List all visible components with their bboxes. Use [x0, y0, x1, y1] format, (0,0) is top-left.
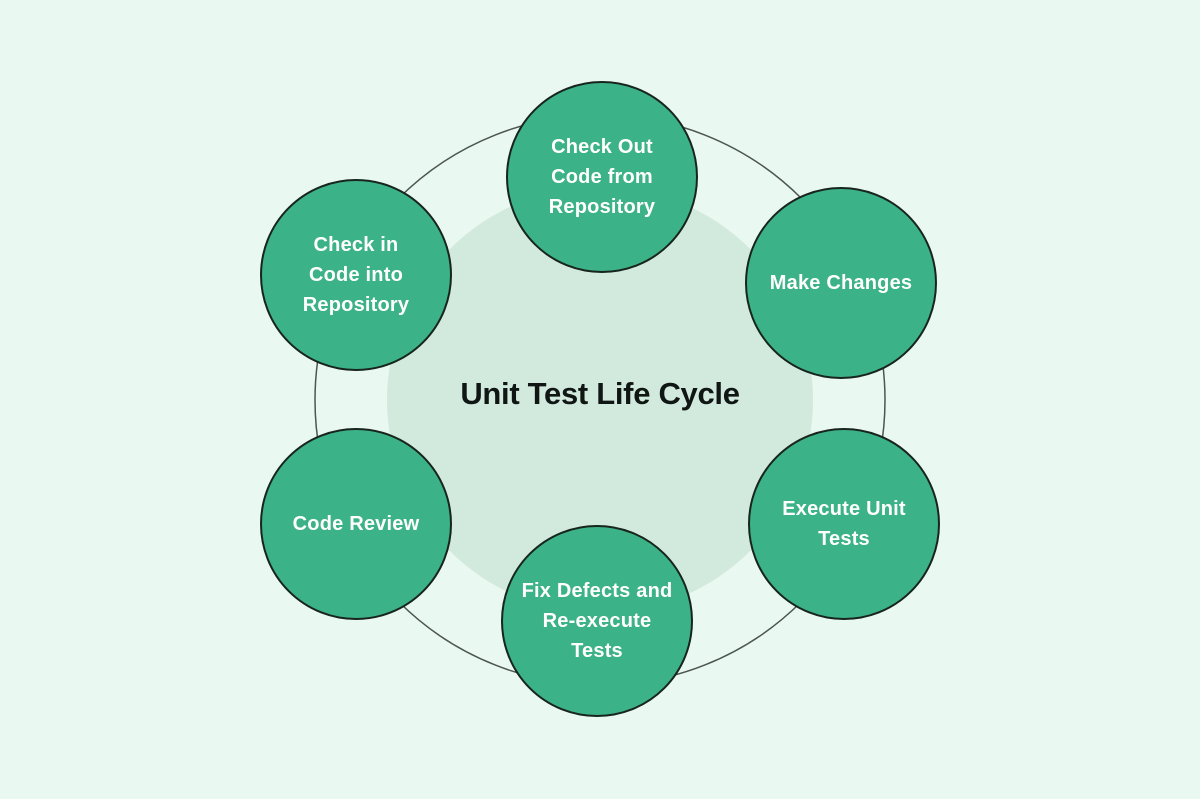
node-label: Fix Defects and Re-execute Tests	[521, 580, 673, 662]
node-code-review: Code Review	[260, 428, 452, 620]
node-check-in-code: Check in Code into Repository	[260, 179, 452, 371]
diagram-title: Unit Test Life Cycle	[460, 376, 740, 411]
node-check-out-code: Check Out Code from Repository	[506, 81, 698, 273]
node-label: Execute Unit Tests	[782, 498, 906, 550]
node-label: Make Changes	[769, 272, 913, 294]
node-make-changes: Make Changes	[745, 187, 937, 379]
node-label: Check Out Code from Repository	[548, 136, 656, 218]
node-execute-unit-tests: Execute Unit Tests	[748, 428, 940, 620]
node-fix-defects-re-execute: Fix Defects and Re-execute Tests	[501, 525, 693, 717]
node-label: Code Review	[292, 513, 420, 535]
node-label: Check in Code into Repository	[302, 234, 410, 316]
inner-circle	[387, 187, 813, 613]
